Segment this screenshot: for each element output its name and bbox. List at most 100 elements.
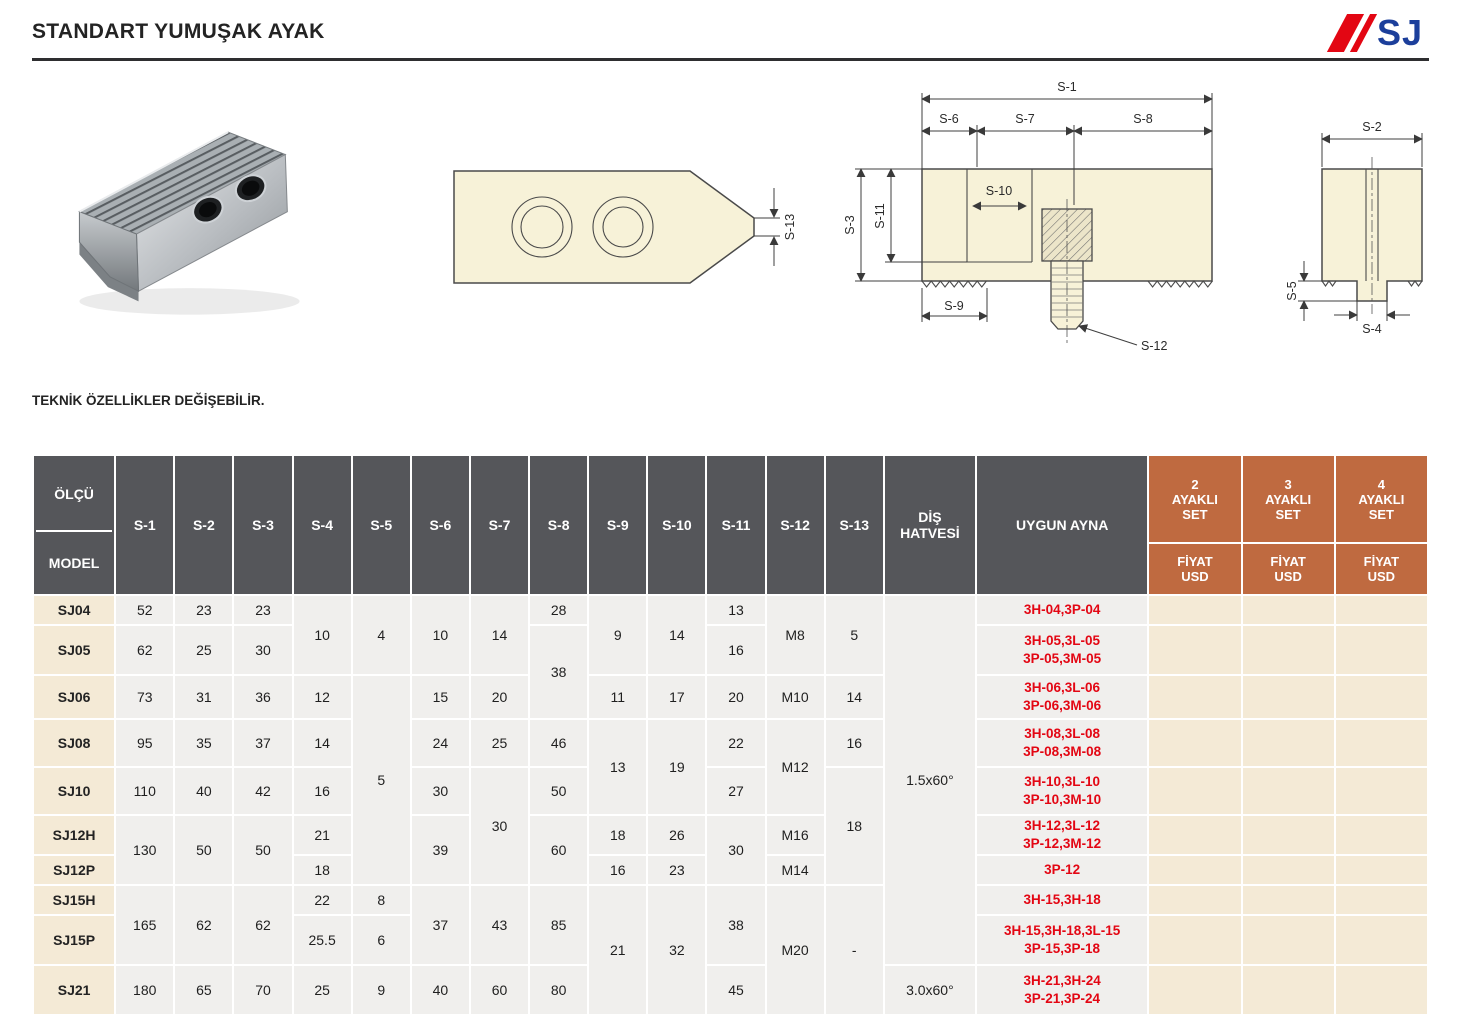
dim-cell: 20 — [705, 674, 767, 720]
dim-header-s6: S-6 — [409, 454, 471, 596]
dim-cell: 85 — [528, 884, 590, 967]
price-cell-2set — [1147, 766, 1243, 816]
dim-cell: M20 — [764, 884, 826, 1017]
dim-cell: 130 — [114, 813, 176, 887]
dim-cell: 18 — [587, 813, 649, 857]
price-cell-3set — [1240, 766, 1336, 816]
table-row: SJ21 180 65 70 25 9 40 60 80 45 3.0x60° … — [31, 964, 1430, 1017]
page-title: STANDART YUMUŞAK AYAK — [32, 20, 325, 43]
dim-cell: 22 — [291, 884, 353, 917]
price-cell-3set — [1240, 594, 1336, 626]
price-cell-3set — [1240, 674, 1336, 720]
set2-header: 2 AYAKLI SET — [1147, 454, 1243, 544]
model-cell: SJ05 — [31, 624, 117, 676]
dim-cell: 40 — [409, 964, 471, 1017]
dim-cell: 43 — [468, 884, 531, 967]
dim-cell: 17 — [646, 674, 708, 720]
price-cell-3set — [1240, 718, 1336, 768]
table-row: SJ06 73 31 36 12 5 15 20 11 17 20 M10 14… — [31, 673, 1430, 887]
price-cell-4set — [1333, 914, 1430, 967]
pitch-cell: 1.5x60° — [882, 593, 977, 967]
dim-cell: 60 — [468, 964, 531, 1017]
top-view-drawing: S-13 — [453, 170, 797, 284]
price-cell-3set — [1240, 884, 1336, 917]
dim-header-s13: S-13 — [823, 454, 885, 596]
price-cell-3set — [1240, 914, 1336, 967]
price-cell-4set — [1333, 624, 1430, 676]
title-bar: STANDART YUMUŞAK AYAK SJ — [32, 14, 1429, 52]
dim-cell: 30 — [705, 813, 767, 887]
dim-label-s10: S-10 — [986, 184, 1012, 198]
dim-cell: 13 — [705, 594, 767, 626]
dim-cell: 70 — [232, 964, 294, 1017]
dim-label-s13: S-13 — [783, 214, 797, 240]
brand-logo: SJ — [1326, 12, 1429, 53]
chuck-cell: 3H-05,3L-05 3P-05,3M-05 — [974, 624, 1150, 676]
dim-cell: 80 — [528, 964, 590, 1017]
price-cell-4set — [1333, 766, 1430, 816]
dim-cell: 95 — [114, 718, 176, 768]
logo-slash-icon — [1326, 14, 1378, 52]
olcu-label: ÖLÇÜ — [36, 457, 113, 533]
dim-cell: M8 — [764, 594, 826, 676]
dim-label-s4: S-4 — [1362, 322, 1382, 336]
set3-header: 3 AYAKLI SET — [1240, 454, 1336, 544]
dim-header-s12: S-12 — [764, 454, 826, 596]
dim-label-s1: S-1 — [1057, 80, 1077, 94]
dim-cell: 19 — [646, 718, 708, 816]
dim-cell: 42 — [232, 766, 294, 816]
price-cell-4set — [1333, 674, 1430, 720]
table-row: SJ12H 130 50 50 21 39 60 18 26 30 M16 3H… — [31, 813, 1430, 887]
dim-cell: 11 — [587, 674, 649, 720]
dim-cell: 25 — [173, 624, 235, 676]
dim-label-s7: S-7 — [1015, 112, 1035, 126]
dim-cell: 16 — [291, 766, 353, 816]
set4-header: 4 AYAKLI SET — [1333, 454, 1430, 544]
price-cell-3set — [1240, 854, 1336, 887]
dim-cell: 50 — [232, 813, 294, 887]
dim-header-s1: S-1 — [114, 454, 176, 596]
chuck-cell: 3H-10,3L-10 3P-10,3M-10 — [974, 766, 1150, 816]
dim-cell: 23 — [232, 594, 294, 626]
price-cell-2set — [1147, 813, 1243, 857]
dim-cell: 35 — [173, 718, 235, 768]
dim-cell: 37 — [232, 718, 294, 768]
dim-cell: 62 — [232, 884, 294, 967]
chuck-cell: 3H-15,3H-18 — [974, 884, 1150, 917]
dim-cell: 110 — [114, 766, 176, 816]
title-rule — [32, 58, 1429, 61]
dim-cell: 8 — [350, 884, 412, 917]
dim-cell: 21 — [587, 884, 649, 1017]
dim-cell: 20 — [468, 674, 531, 720]
dim-cell: 38 — [528, 624, 590, 720]
dim-cell: 25.5 — [291, 914, 353, 967]
price-cell-2set — [1147, 674, 1243, 720]
dim-cell: 14 — [646, 594, 708, 676]
dim-cell: 25 — [468, 718, 531, 768]
table-row: SJ15P 25.5 6 3H-15,3H-18,3L-15 3P-15,3P-… — [31, 914, 1430, 967]
dim-cell: 21 — [291, 813, 353, 857]
model-cell: SJ12P — [31, 854, 117, 887]
dim-cell: 31 — [173, 674, 235, 720]
price-cell-2set — [1147, 914, 1243, 967]
dim-cell: 13 — [587, 718, 649, 816]
dim-cell: 165 — [114, 884, 176, 967]
model-cell: SJ15H — [31, 884, 117, 917]
chuck-cell: 3P-12 — [974, 854, 1150, 887]
dim-cell: 6 — [350, 914, 412, 967]
technical-drawings: S-13 S-10 S-12 — [32, 61, 1429, 391]
price-cell-2set — [1147, 624, 1243, 676]
dim-cell: 26 — [646, 813, 708, 857]
logo-text: SJ — [1376, 12, 1423, 53]
dim-cell: M12 — [764, 718, 826, 816]
dim-cell: 38 — [705, 884, 767, 967]
dim-cell: 65 — [173, 964, 235, 1017]
dim-label-s9: S-9 — [944, 299, 964, 313]
dim-cell: 16 — [705, 624, 767, 676]
dim-label-s2: S-2 — [1362, 120, 1382, 134]
dim-cell: 30 — [468, 765, 531, 887]
dim-cell: 5 — [350, 673, 412, 887]
dim-cell: 16 — [587, 854, 649, 887]
dim-label-s11: S-11 — [873, 203, 887, 229]
